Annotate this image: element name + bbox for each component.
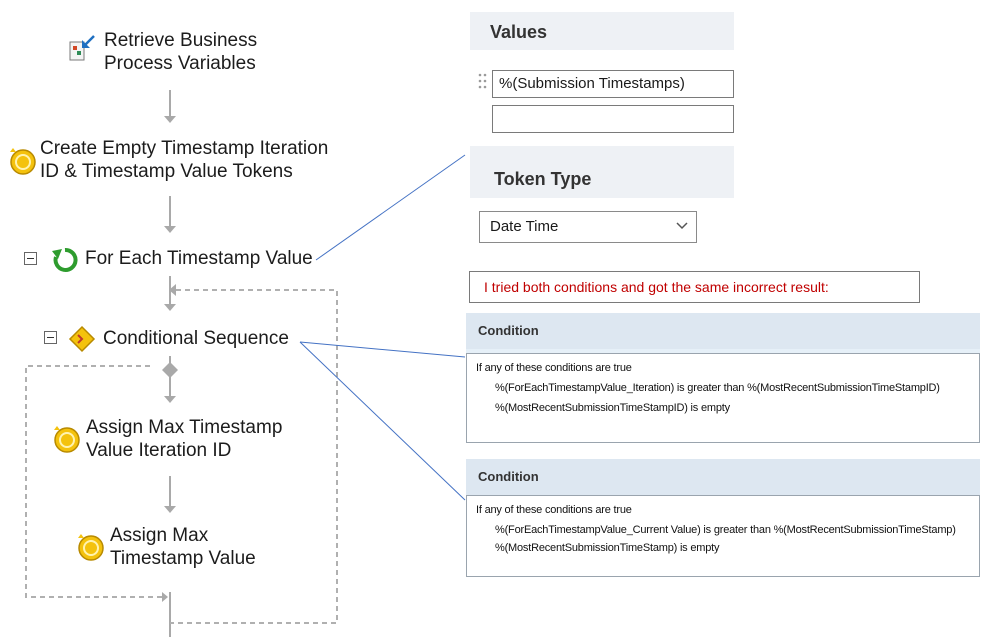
- step-label-line: Create Empty Timestamp Iteration: [40, 138, 329, 159]
- condition-intro: If any of these conditions are true: [476, 362, 632, 374]
- drag-handle-icon[interactable]: [478, 72, 488, 90]
- step-label-line: Conditional Sequence: [103, 328, 289, 349]
- collapse-toggle[interactable]: [24, 252, 37, 265]
- step-label-line: ID & Timestamp Value Tokens: [40, 161, 293, 182]
- collapse-toggle[interactable]: [44, 331, 57, 344]
- value-field-2[interactable]: [492, 105, 734, 133]
- chevron-down-icon: [676, 222, 688, 230]
- condition-panel-1: Condition If any of these conditions are…: [466, 313, 980, 443]
- token-type-selected: Date Time: [490, 218, 559, 235]
- condition-intro: If any of these conditions are true: [476, 504, 632, 516]
- condition-line: %(MostRecentSubmissionTimeStampID) is em…: [495, 402, 730, 414]
- step-label-line: For Each Timestamp Value: [85, 248, 313, 269]
- step-label-line: Process Variables: [104, 53, 256, 74]
- value-field-1[interactable]: %(Submission Timestamps): [492, 70, 734, 98]
- condition-panel-2: Condition If any of these conditions are…: [466, 459, 980, 577]
- values-header: Values: [490, 22, 548, 42]
- condition-line: %(MostRecentSubmissionTimeStamp) is empt…: [495, 542, 720, 554]
- condition-header: Condition: [466, 313, 980, 349]
- step-label-line: Assign Max Timestamp: [86, 417, 283, 438]
- coin-token-icon: [10, 148, 36, 175]
- condition-body[interactable]: If any of these conditions are true %(Fo…: [466, 353, 980, 443]
- coin-token-icon: [54, 426, 80, 453]
- step-label-line: Assign Max: [110, 525, 209, 546]
- step-label-line: Value Iteration ID: [86, 440, 232, 461]
- coin-token-icon: [78, 534, 104, 561]
- retrieve-variables-icon: [69, 35, 95, 61]
- condition-header: Condition: [466, 459, 980, 495]
- token-type-header: Token Type: [494, 169, 592, 189]
- step-label-line: Timestamp Value: [110, 548, 256, 569]
- note-box: I tried both conditions and got the same…: [469, 271, 920, 303]
- values-panel: Values %(Submission Timestamps) Token Ty…: [470, 12, 734, 260]
- loop-arrow-icon: [52, 248, 78, 272]
- condition-line: %(ForEachTimestampValue_Current Value) i…: [495, 524, 956, 536]
- token-type-select[interactable]: Date Time: [479, 211, 697, 243]
- diamond-condition-icon: [68, 325, 96, 353]
- condition-line: %(ForEachTimestampValue_Iteration) is gr…: [495, 382, 940, 394]
- step-label-line: Retrieve Business: [104, 30, 258, 51]
- condition-body[interactable]: If any of these conditions are true %(Fo…: [466, 495, 980, 577]
